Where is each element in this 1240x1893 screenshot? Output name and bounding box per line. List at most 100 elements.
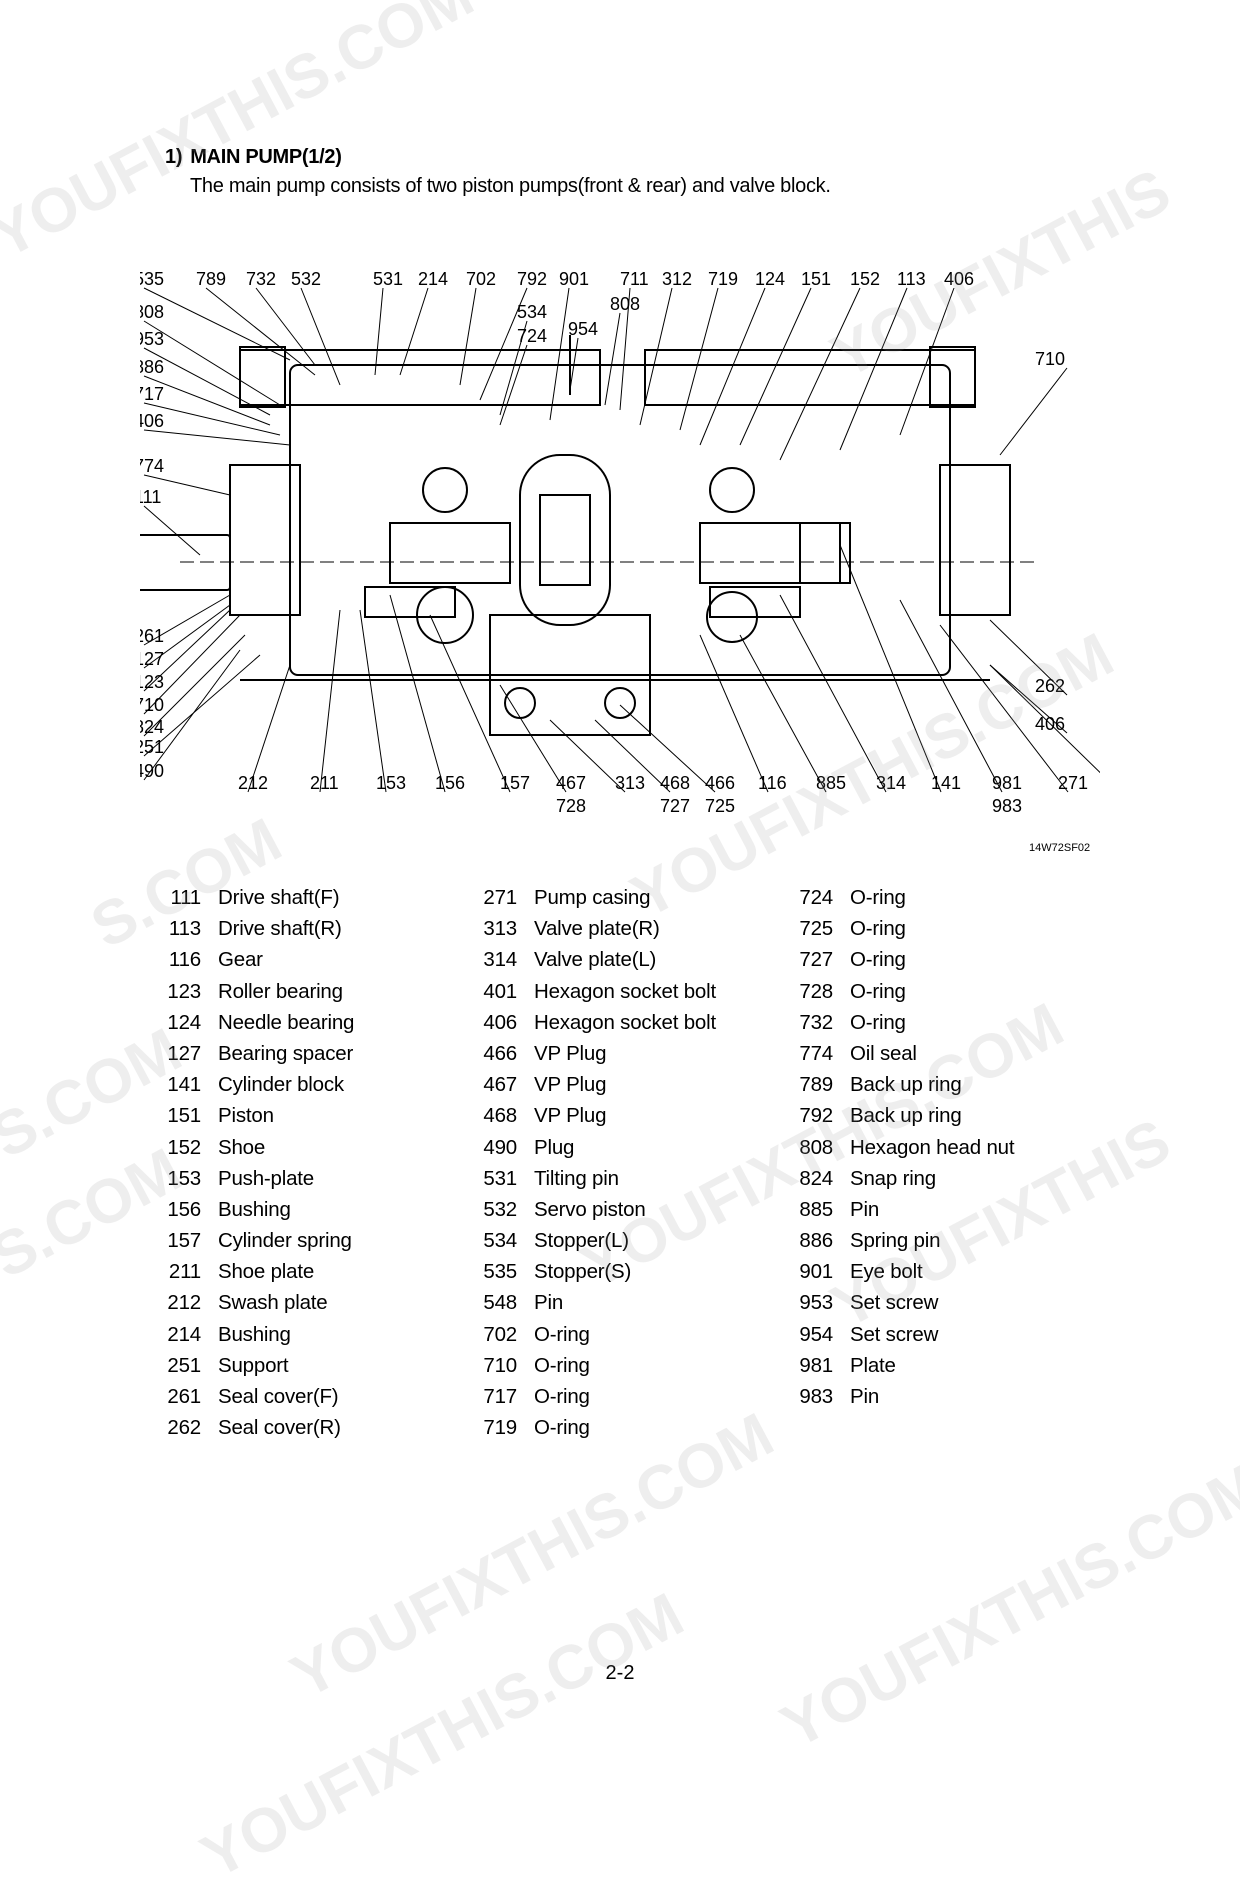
leader-line — [594, 719, 671, 793]
part-number: 153 — [167, 1166, 201, 1190]
page-number: 2-2 — [605, 1662, 635, 1684]
part-name: O-ring — [850, 1010, 906, 1034]
drawing-outline-shape — [519, 454, 611, 626]
leader-line — [739, 287, 812, 446]
section-heading: 1)MAIN PUMP(1/2) — [165, 146, 342, 169]
part-name: Seal cover(R) — [218, 1416, 341, 1440]
part-number: 885 — [799, 1197, 833, 1221]
part-number: 532 — [483, 1197, 517, 1221]
leader-line — [499, 320, 528, 416]
leader-line — [143, 320, 281, 406]
callout-label: 885 — [816, 773, 846, 793]
part-name: VP Plug — [534, 1073, 607, 1097]
leader-line — [143, 375, 271, 426]
part-number: 113 — [168, 917, 201, 941]
callout-label: 732 — [246, 269, 276, 289]
leader-line — [549, 719, 626, 793]
callout-label: 490 — [140, 761, 164, 781]
part-name: Support — [218, 1353, 289, 1377]
callout-label: 901 — [559, 269, 589, 289]
drawing-outline-shape — [239, 346, 286, 408]
part-number: 151 — [167, 1104, 201, 1128]
leader-line — [319, 609, 341, 793]
leader-line — [143, 654, 261, 757]
drawing-outline-shape — [709, 586, 801, 618]
pump-cross-section-drawing: 5357897325325485312147027929017113127191… — [140, 269, 1100, 816]
part-number: 156 — [167, 1197, 201, 1221]
part-number: 531 — [483, 1166, 517, 1190]
part-name: Piston — [218, 1104, 274, 1128]
leader-line — [143, 505, 201, 556]
leader-line — [779, 287, 861, 461]
drawing-outline-shape — [539, 494, 591, 586]
leader-line — [143, 649, 241, 781]
part-name: O-ring — [534, 1353, 590, 1377]
callout-label: 141 — [931, 773, 961, 793]
part-name: Spring pin — [850, 1229, 941, 1253]
leader-line — [779, 594, 887, 793]
part-number: 467 — [483, 1073, 517, 1097]
callout-label: 153 — [376, 773, 406, 793]
leader-line — [699, 634, 769, 793]
leader-line — [143, 609, 231, 692]
part-name: Cylinder block — [218, 1073, 344, 1097]
leader-line — [619, 704, 716, 793]
part-name: Pin — [534, 1291, 564, 1315]
callout-label: 211 — [310, 773, 339, 793]
part-name: Back up ring — [850, 1104, 962, 1128]
callout-label: 983 — [992, 796, 1022, 816]
part-name: Roller bearing — [218, 979, 343, 1003]
part-name: Swash plate — [218, 1291, 328, 1315]
leader-line — [839, 544, 942, 793]
part-name: Gear — [218, 948, 263, 972]
part-number: 727 — [799, 948, 833, 972]
callout-label: 728 — [556, 796, 586, 816]
part-item: 548 Pin — [463, 1287, 716, 1318]
callout-label: 886 — [140, 357, 164, 377]
callout-label: 792 — [517, 269, 547, 289]
intro-text: The main pump consists of two piston pum… — [190, 175, 831, 197]
part-number: 548 — [483, 1291, 517, 1315]
part-number: 261 — [167, 1385, 201, 1408]
leader-line — [399, 287, 429, 376]
leader-line — [429, 614, 511, 793]
part-name: Push-plate — [218, 1166, 315, 1190]
leader-line — [459, 287, 477, 386]
part-name: Hexagon socket bolt — [534, 979, 716, 1003]
part-number: 534 — [483, 1229, 517, 1253]
part-number: 157 — [167, 1229, 201, 1253]
callout-label: 406 — [1035, 714, 1065, 734]
part-name: Drive shaft(R) — [218, 917, 342, 941]
part-number: 792 — [799, 1104, 833, 1128]
callout-label: 152 — [850, 269, 880, 289]
callout-label: 531 — [373, 269, 403, 289]
leader-line — [143, 634, 246, 737]
part-number: 732 — [799, 1010, 833, 1034]
leader-line — [499, 344, 528, 426]
part-name: Valve plate(L) — [534, 948, 657, 972]
part-number: 401 — [483, 979, 517, 1003]
part-item: 151 Piston — [147, 1100, 354, 1131]
callout-label: 774 — [140, 456, 164, 476]
callout-label: 271 — [1058, 773, 1088, 793]
drawing-outline-shape — [699, 522, 851, 584]
